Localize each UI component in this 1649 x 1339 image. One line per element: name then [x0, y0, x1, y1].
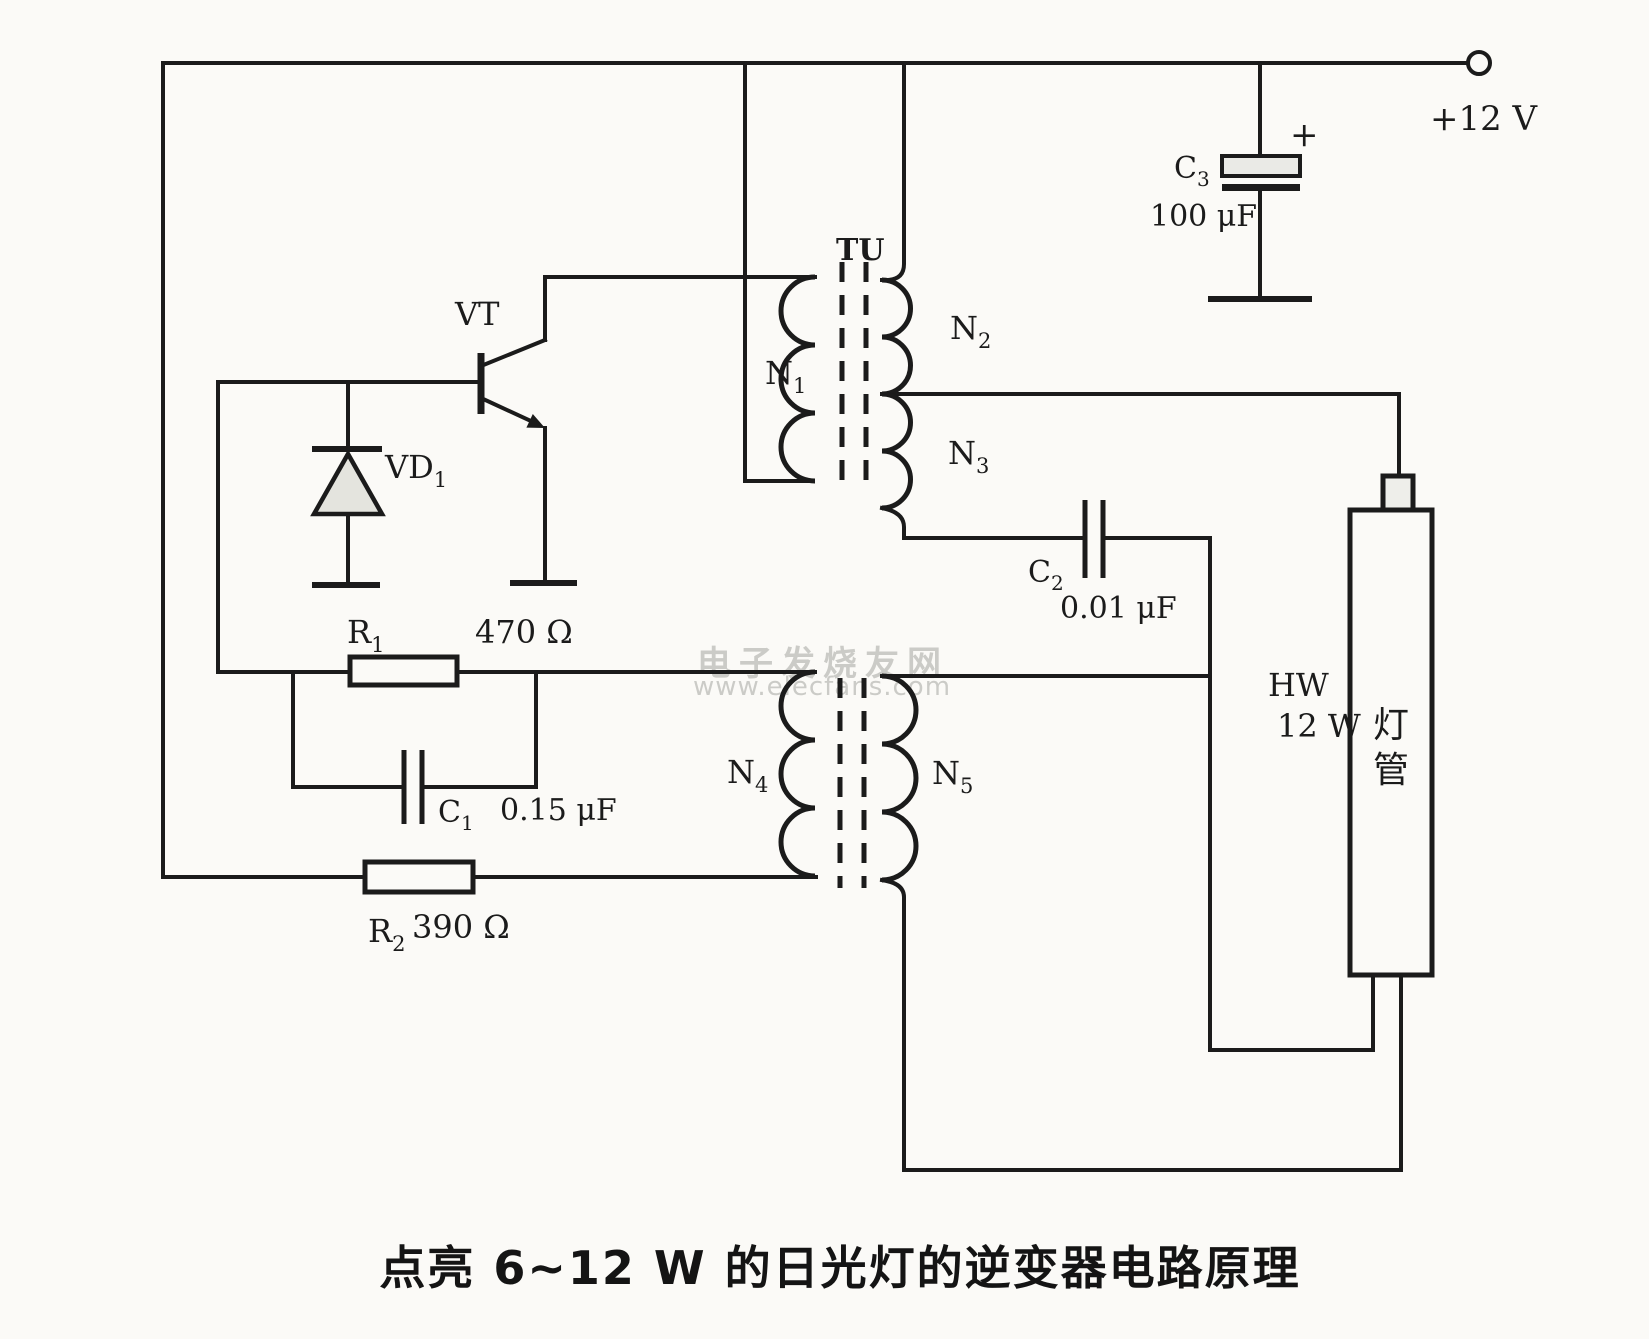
n1-label: N1: [765, 354, 806, 398]
n5-label: N5: [932, 754, 973, 798]
supply-voltage-label: +12 V: [1430, 99, 1539, 139]
lamp-tube-body: [1347, 507, 1435, 978]
resistor-r1-body-icon: [347, 654, 460, 688]
vt-emitter-arrow-icon: [526, 414, 545, 428]
c1-label: C1: [438, 795, 474, 835]
vd1-triangle-icon: [310, 449, 386, 517]
wire-riser-n2-top: [880, 61, 906, 282]
c3-plate-positive-icon: [1220, 154, 1302, 178]
wire-c2-to-lamp-left: [1101, 536, 1375, 1052]
n3-label: N3: [948, 434, 989, 478]
c3-label: C3: [1174, 151, 1210, 191]
wire-n3-to-c2: [879, 505, 1087, 540]
c2-label: C2: [1028, 555, 1064, 595]
vt-collector-lead: [478, 337, 548, 369]
lamp-tube-char-1: 灯: [1373, 705, 1409, 746]
lamp-power-label: 12 W: [1277, 707, 1361, 745]
winding-n2-icon: [881, 277, 913, 397]
n2-label: N2: [950, 309, 991, 353]
winding-n5-icon: [881, 673, 919, 883]
wire-tap-to-lamp-top: [880, 392, 1401, 480]
c3-polarity-label: +: [1290, 115, 1319, 155]
c2-value-label: 0.01 μF: [1060, 591, 1177, 626]
vd1-label: VD1: [384, 448, 447, 492]
figure-caption: 点亮 6~12 W 的日光灯的逆变器电路原理: [379, 1241, 1301, 1295]
lamp-model-label: HW: [1268, 666, 1329, 704]
resistor-r2-body-icon: [362, 859, 476, 895]
r1-value-label: 470 Ω: [475, 613, 573, 651]
r1-label: R1: [347, 613, 384, 657]
wire-riser-n1-bottom: [743, 61, 815, 483]
lamp-tube-char-2: 管: [1373, 750, 1409, 791]
r2-value-label: 390 Ω: [412, 908, 510, 946]
winding-n3-icon: [881, 391, 913, 511]
supply-terminal-icon: [1466, 50, 1492, 76]
winding-n4-icon: [778, 669, 816, 879]
winding-n1-icon: [778, 274, 816, 484]
wire-c1-left: [291, 670, 406, 789]
n4-label: N4: [727, 753, 768, 797]
vt-label: VT: [454, 295, 500, 333]
wire-n5-to-lamp-right: [879, 877, 1403, 1172]
c1-value-label: 0.15 μF: [500, 793, 617, 828]
c3-value-label: 100 μF: [1150, 199, 1257, 234]
transformer-label: TU: [836, 233, 885, 268]
r2-label: R2: [368, 912, 405, 956]
wire-c1-right: [420, 670, 538, 789]
lamp-top-connector-icon: [1380, 473, 1416, 513]
vt-emitter-lead: [478, 395, 536, 425]
c3-plate-negative-icon: [1222, 184, 1300, 191]
